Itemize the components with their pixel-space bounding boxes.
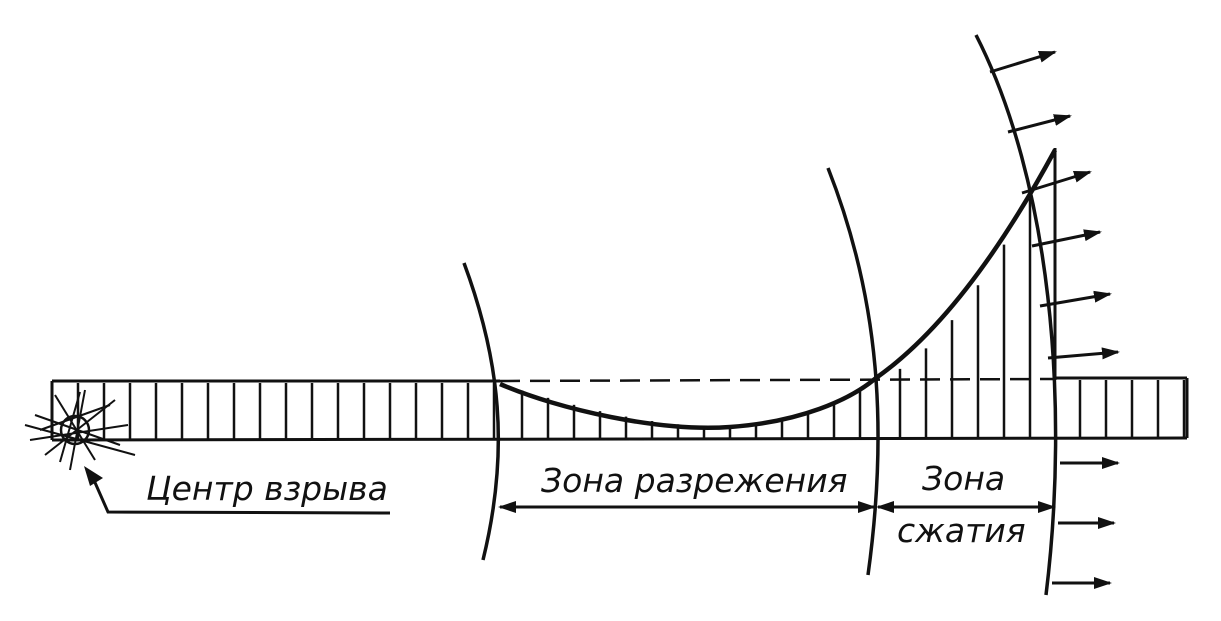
explosion-center-label: Центр взрыва <box>146 469 388 508</box>
explosion-burst-icon <box>24 389 136 471</box>
explosion-pointer-arrowhead <box>84 466 103 486</box>
pressure-profile-curve <box>499 148 1057 430</box>
compression-zone-label-line2: сжатия <box>897 511 1026 550</box>
propagation-arrow <box>1021 170 1092 195</box>
propagation-arrow <box>1007 114 1072 134</box>
propagation-arrow <box>989 50 1057 74</box>
ambient-pressure-dashed-line <box>499 377 1056 383</box>
propagation-arrow <box>1031 229 1102 248</box>
compression-wave-front-arc <box>826 167 880 576</box>
pressure-strip <box>50 198 1189 442</box>
propagation-arrow <box>1047 347 1120 360</box>
strip-hatching <box>76 198 1186 439</box>
rarefaction-zone-label: Зона разрежения <box>541 461 848 500</box>
rarefaction-wave-front-arc <box>462 262 501 561</box>
propagation-arrow <box>1039 290 1112 308</box>
compression-zone-label-line1: Зона <box>922 459 1005 498</box>
strip-baseline <box>51 436 1188 442</box>
explosion-pointer-line <box>91 477 391 515</box>
propagation-arrows <box>989 50 1120 589</box>
